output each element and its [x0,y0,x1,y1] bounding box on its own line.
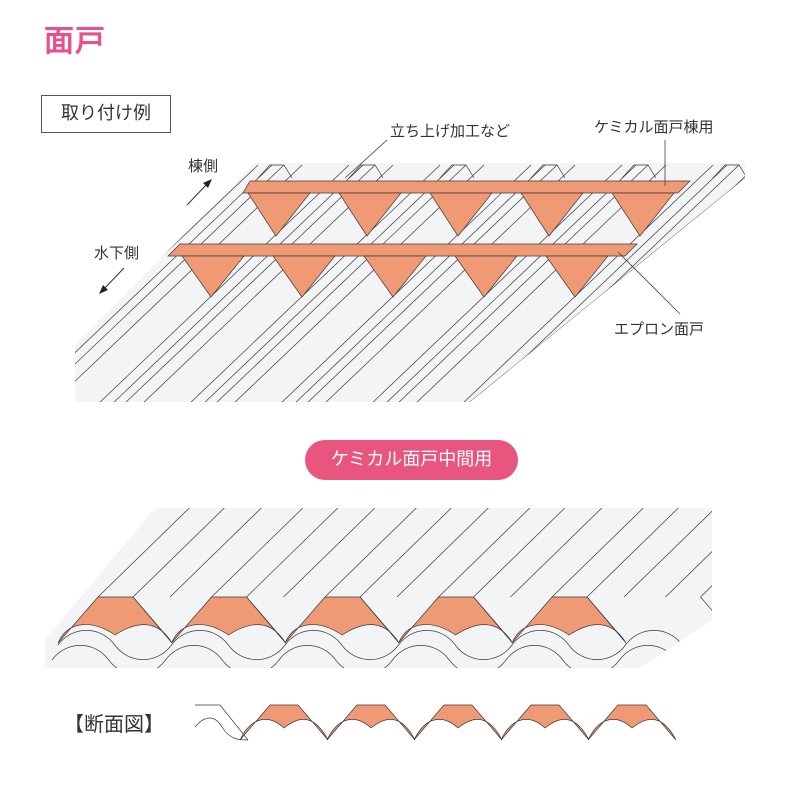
section-filler [239,704,329,741]
rib-line [283,164,558,402]
leader-line-upturn [344,139,388,179]
section-filler [326,704,416,741]
rib-line [700,596,712,641]
rib-line [586,508,708,598]
example-label-box: 取り付け例 [41,95,171,133]
rib-line [283,508,404,598]
roof-surface [75,163,745,402]
intermediate-filler [171,596,286,644]
ridge-filler-tooth [338,192,402,237]
corrugated-sheet [45,480,800,668]
rib-line [374,164,649,402]
section-filler [413,704,503,741]
wave-edge-upper [57,630,712,660]
ridge-filler-tooth [520,192,584,237]
rib-line [192,164,467,402]
intermediate-filler [57,596,173,644]
rib-line [359,508,481,598]
callout-apron-filler: エプロン面戸 [614,320,705,338]
section-filler [587,704,677,741]
rib-line [75,164,285,402]
rib-line [89,164,364,402]
section-sheet-profile [194,704,249,741]
rib-end [712,164,745,179]
rib-line [301,164,576,402]
intermediate-filler-diagram [45,480,800,668]
rib-line [119,164,394,402]
rib-line [180,164,455,402]
ridge-filler-strip [242,180,691,194]
wave-edge-lower [51,645,712,668]
roof-installation-diagram [75,163,745,402]
rib-end [439,164,475,179]
rib-line [473,508,594,598]
rib-line [210,164,485,402]
rib-line [324,508,446,598]
apron-filler-tooth [181,255,245,298]
rib-end [348,164,384,179]
apron-filler-tooth [545,255,609,298]
ridge-filler-tooth [429,192,493,237]
rib-end [257,164,293,179]
leader-line-apron [617,251,681,315]
rib-line [700,508,712,598]
callout-upturn: 立ち上げ加工など [390,122,511,140]
rib-line [271,164,546,402]
callout-ridge-filler: ケミカル面戸棟用 [594,118,714,136]
rib-line [169,508,291,598]
rib-line [738,480,800,597]
rib-line [75,164,273,402]
intermediate-filler [398,596,513,644]
rib-line [246,508,367,598]
sheet-surface [45,508,712,668]
page-title: 面戸 [44,24,106,59]
arrow-down-left-icon [99,267,125,294]
rib-line [362,164,637,402]
rib-end [530,164,566,179]
section-label: 【断面図】 [64,712,164,736]
rib-line [75,164,303,402]
intermediate-filler-badge: ケミカル面戸中間用 [305,440,518,480]
rib-line [392,164,667,402]
section-filler [500,704,590,741]
rib-line [211,508,332,598]
rib-line [438,508,559,598]
rib-line [97,508,219,598]
apron-filler-tooth [272,255,336,298]
arrow-up-right-icon [186,179,212,206]
rib-line [551,508,673,598]
rib-line [510,508,631,598]
intermediate-filler [511,596,627,644]
roof-sheet [75,163,745,402]
rib-line [665,508,712,598]
ridge-filler-tooth [611,192,675,237]
rib-line [132,508,254,598]
rib-line [623,508,712,598]
apron-filler-strip [167,243,638,257]
direction-ridge-label: 棟側 [188,157,219,175]
intermediate-filler [284,596,400,644]
cross-section-diagram [194,704,677,741]
rib-line [101,164,376,402]
ridge-filler-tooth [247,192,311,237]
apron-filler-tooth [363,255,427,298]
rib-line [396,508,518,598]
rib-end [621,164,657,179]
direction-eaves-label: 水下側 [94,244,140,262]
apron-filler-tooth [454,255,518,298]
